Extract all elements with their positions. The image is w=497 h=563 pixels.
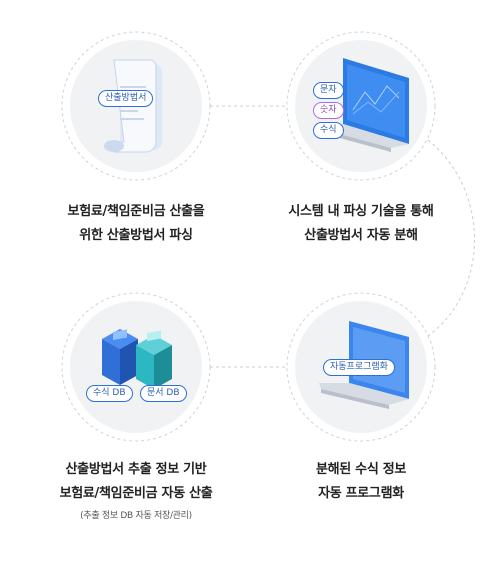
caption-line: 보험료/책임준비금 산출을: [67, 204, 205, 219]
caption-line: 시스템 내 파싱 기술을 통해: [288, 204, 434, 219]
step-3-caption: 분해된 수식 정보 자동 프로그램화: [261, 458, 461, 506]
caption-line: 자동 프로그램화: [318, 486, 404, 501]
step-4-caption: 산출방법서 추출 정보 기반 보험료/책임준비금 자동 산출 (추출 정보 DB…: [26, 458, 246, 526]
badge-formula-db: 수식 DB: [86, 385, 133, 402]
caption-line: 산출방법서 추출 정보 기반: [65, 462, 207, 477]
badge-document-db: 문서 DB: [140, 385, 187, 402]
ring-step-3: [286, 292, 436, 442]
badge-calc-doc: 산출방법서: [98, 90, 154, 107]
caption-line: 위한 산출방법서 파싱: [79, 228, 193, 243]
step-4-node: 수식 DB 문서 DB: [62, 293, 210, 441]
badge-formula: 수식: [313, 122, 344, 139]
step-2-node: 문자 숫자 수식: [287, 32, 435, 180]
badge-number: 숫자: [313, 102, 344, 119]
badge-auto-program: 자동프로그램화: [323, 359, 395, 376]
caption-line: 산출방법서 자동 분해: [304, 228, 418, 243]
caption-note: (추출 정보 DB 자동 저장/관리): [80, 511, 192, 521]
caption-line: 분해된 수식 정보: [315, 462, 407, 477]
ring-step-2: [286, 31, 436, 181]
caption-line: 보험료/책임준비금 자동 산출: [59, 486, 213, 501]
badge-text: 문자: [313, 82, 344, 99]
step-3-node: 자동프로그램화: [287, 293, 435, 441]
step-1-node: 산출방법서: [62, 32, 210, 180]
database-servers-icon: [102, 329, 172, 389]
step-2-caption: 시스템 내 파싱 기술을 통해 산출방법서 자동 분해: [261, 200, 461, 248]
step-1-caption: 보험료/책임준비금 산출을 위한 산출방법서 파싱: [36, 200, 236, 248]
